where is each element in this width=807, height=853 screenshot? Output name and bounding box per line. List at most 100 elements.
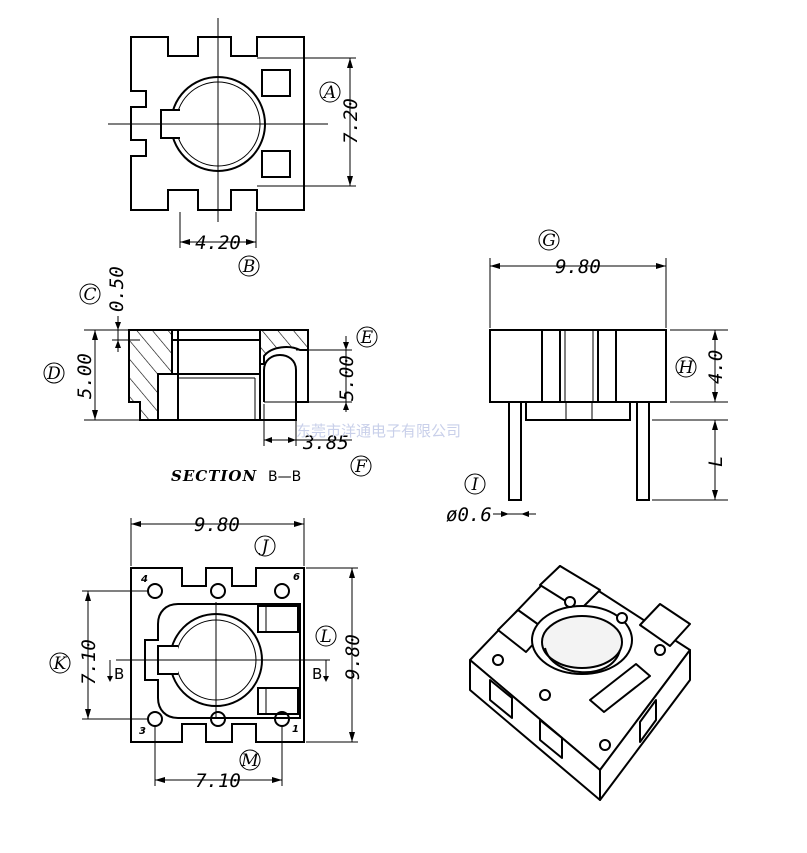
iso-hole-3 xyxy=(599,739,611,751)
iso-hole-6 xyxy=(654,644,666,656)
callout-d: D xyxy=(46,364,61,384)
section-title: SECTION xyxy=(171,467,257,485)
bottom-view-window-top xyxy=(257,605,299,633)
dim-arrow xyxy=(712,490,718,500)
callout-g-circle xyxy=(538,229,560,251)
section-right-flange xyxy=(259,329,309,365)
iso-notch-3 xyxy=(639,699,657,743)
bottom-view-pin-top-mid xyxy=(210,583,226,599)
callout-i-circle xyxy=(464,473,486,495)
bottom-view-width-dim: 9.80 xyxy=(194,514,240,536)
bottom-view-window-bottom xyxy=(257,687,299,715)
pin-number-3: 3 xyxy=(139,726,146,737)
bottom-view-inner-frame xyxy=(144,603,301,719)
dim-arrow xyxy=(656,263,666,269)
side-view-pin-length: L xyxy=(705,456,727,467)
callout-i: I xyxy=(471,475,479,495)
iso-notch-2 xyxy=(539,719,563,759)
section-left-wall xyxy=(128,329,173,421)
callout-c-circle xyxy=(79,283,101,305)
dim-arrow xyxy=(521,511,529,517)
side-view-height-dim: 4.0 xyxy=(705,350,727,384)
section-height-left-dim: 5.00 xyxy=(74,353,96,399)
dim-arrow xyxy=(85,591,91,601)
side-view-pin-left xyxy=(508,401,522,501)
callout-m-circle xyxy=(239,749,261,771)
iso-hole-2 xyxy=(539,689,551,701)
dim-arrow xyxy=(712,392,718,402)
callout-k: K xyxy=(53,654,68,674)
dim-arrow xyxy=(349,732,355,742)
iso-hole-4 xyxy=(564,596,576,608)
top-view-window-top xyxy=(261,69,291,97)
callout-m: M xyxy=(240,751,259,771)
section-slot xyxy=(263,354,297,402)
section-id: B—B xyxy=(268,469,301,485)
dim-arrow xyxy=(115,340,121,348)
bottom-view-pin-3 xyxy=(147,711,163,727)
iso-notch-1 xyxy=(489,679,513,719)
section-marker-right-arrow xyxy=(323,676,329,682)
side-view-width-dim: 9.80 xyxy=(555,256,601,278)
dim-arrow xyxy=(490,263,500,269)
dim-arrow xyxy=(131,521,141,527)
top-view: 7.20 A 4.20 B xyxy=(108,18,362,277)
callout-c: C xyxy=(83,285,96,305)
callout-e-circle xyxy=(356,326,378,348)
bottom-view-pin-6 xyxy=(274,583,290,599)
dim-arrow xyxy=(501,511,509,517)
dim-arrow xyxy=(155,777,165,783)
top-view-width-dim: 4.20 xyxy=(195,232,241,254)
top-view-outline xyxy=(130,36,305,211)
pin-number-6: 6 xyxy=(293,572,300,583)
dim-arrow xyxy=(246,239,256,245)
section-marker-left-arrow xyxy=(107,676,113,682)
dim-arrow xyxy=(347,176,353,186)
side-view-body xyxy=(489,329,667,403)
iso-bore-wall xyxy=(544,647,621,674)
side-view: 9.80 G 4.0 H L ø0.6 I xyxy=(446,229,728,526)
bottom-view-pin-bottom-mid xyxy=(210,711,226,727)
section-marker-left: B xyxy=(114,665,124,683)
dim-arrow xyxy=(343,342,349,350)
callout-g: G xyxy=(542,231,556,251)
callout-l-circle xyxy=(315,625,337,647)
section-height-right-dim: 5.00 xyxy=(336,355,358,401)
bottom-view-pin-span-v: 7.10 xyxy=(78,639,100,685)
dim-arrow xyxy=(712,420,718,430)
callout-b-circle xyxy=(238,255,260,277)
dim-arrow xyxy=(288,437,296,443)
iso-hole-1 xyxy=(492,654,504,666)
callout-a-circle xyxy=(319,81,341,103)
side-view-pin-right xyxy=(636,401,650,501)
bottom-view-pin-span-h: 7.10 xyxy=(195,770,241,792)
bottom-view-height-dim: 9.80 xyxy=(342,634,364,680)
section-view: 0.50 C 5.00 D 5.00 E 3.85 F SECTION B—B xyxy=(43,266,378,485)
top-view-height-dim: 7.20 xyxy=(340,98,362,144)
callout-j-circle xyxy=(254,535,276,557)
dim-arrow xyxy=(92,330,98,340)
top-view-window-bottom xyxy=(261,150,291,178)
callout-h: H xyxy=(678,358,695,378)
dim-arrow xyxy=(85,709,91,719)
dim-arrow xyxy=(180,239,190,245)
section-slot-dim: 3.85 xyxy=(302,432,349,454)
dim-arrow xyxy=(264,437,272,443)
dim-arrow xyxy=(92,410,98,420)
side-view-standoff xyxy=(525,402,631,421)
callout-f-circle xyxy=(350,455,372,477)
section-thickness-dim: 0.50 xyxy=(106,266,128,312)
iso-bore-inner xyxy=(541,615,623,669)
callout-d-circle xyxy=(43,362,65,384)
isometric-view xyxy=(469,565,691,801)
dim-arrow xyxy=(294,521,304,527)
callout-e: E xyxy=(360,328,374,348)
pin-number-1: 1 xyxy=(292,724,299,735)
dim-arrow xyxy=(349,568,355,578)
callout-b: B xyxy=(242,257,256,277)
bottom-view-pin-4 xyxy=(147,583,163,599)
dim-arrow xyxy=(115,322,121,330)
callout-j: J xyxy=(259,537,270,557)
callout-l: L xyxy=(319,627,331,647)
